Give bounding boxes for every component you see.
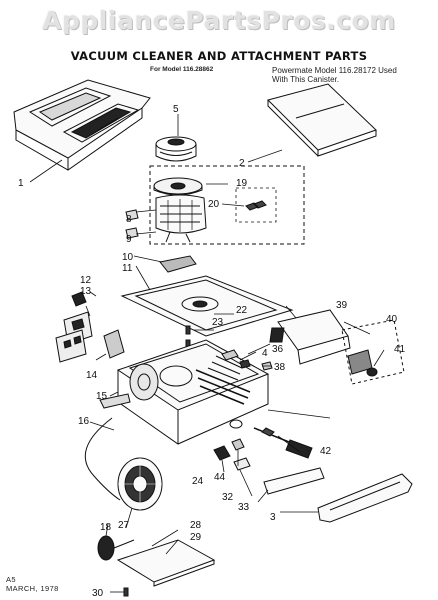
watermark: AppliancePartsPros.com <box>42 6 396 35</box>
part-motor <box>155 194 207 243</box>
callout-14: 14 <box>86 370 98 381</box>
part-4 <box>239 359 251 369</box>
part-cord <box>84 417 121 501</box>
callout-22: 22 <box>236 305 248 316</box>
callout-20: 20 <box>208 199 220 210</box>
footer-date: A5 MARCH, 1978 <box>6 575 59 593</box>
callout-8: 8 <box>126 214 132 225</box>
part-fan <box>153 177 203 196</box>
callout-39: 39 <box>336 300 348 311</box>
callout-18: 18 <box>100 522 112 533</box>
callout-1: 1 <box>18 178 24 189</box>
part-screws <box>185 325 191 349</box>
callout-28: 28 <box>190 520 202 531</box>
callout-numbers: 1 2 3 4 5 8 9 10 11 12 13 14 15 16 18 19… <box>18 104 406 599</box>
part-bag-housing <box>269 309 351 365</box>
powermate-note: Powermate Model 116.28172 Used With This… <box>272 66 432 84</box>
callout-12: 12 <box>80 275 92 286</box>
part-brushes <box>245 200 267 211</box>
part-8 <box>125 209 139 221</box>
callout-11: 11 <box>122 263 133 274</box>
part-44 <box>231 438 245 451</box>
part-hood <box>13 79 151 171</box>
callout-9: 9 <box>126 234 132 245</box>
part-bracket <box>159 255 197 273</box>
callout-29: 29 <box>190 532 202 543</box>
part-gasket-frame <box>120 275 294 337</box>
callout-10: 10 <box>122 252 134 263</box>
callout-38: 38 <box>274 362 286 373</box>
part-30 <box>123 587 129 597</box>
part-plug <box>253 427 313 459</box>
note-line-2: With This Canister. <box>272 75 339 84</box>
callout-16: 16 <box>78 416 90 427</box>
callout-24: 24 <box>192 476 204 487</box>
callout-27: 27 <box>118 520 130 531</box>
part-36 <box>221 349 239 361</box>
part-canister <box>99 339 270 445</box>
callout-15: 15 <box>96 391 108 402</box>
part-powermate-plate <box>267 83 377 157</box>
part-handle <box>317 473 413 523</box>
footer-line-1: A5 <box>6 575 16 584</box>
note-line-1: Powermate Model 116.28172 Used <box>272 66 397 75</box>
callout-30: 30 <box>92 588 104 599</box>
callout-41: 41 <box>394 344 406 355</box>
callout-33: 33 <box>238 502 250 513</box>
model-subtitle: For Model 116.28862 <box>150 66 214 73</box>
callout-23: 23 <box>212 317 224 328</box>
part-switch <box>55 291 125 363</box>
part-24 <box>213 445 231 461</box>
callout-4: 4 <box>262 348 268 359</box>
callout-3: 3 <box>270 512 276 523</box>
callout-19: 19 <box>236 178 248 189</box>
part-motor-cap <box>155 136 197 162</box>
footer-line-2: MARCH, 1978 <box>6 584 59 593</box>
part-cord-reel <box>117 457 163 511</box>
part-9 <box>125 227 139 239</box>
part-filter <box>341 319 405 385</box>
callout-2: 2 <box>239 158 245 169</box>
diagram-title: VACUUM CLEANER AND ATTACHMENT PARTS <box>70 49 368 63</box>
callout-36: 36 <box>272 344 284 355</box>
callout-5: 5 <box>173 104 179 115</box>
part-bottom-plate <box>116 539 216 583</box>
callout-40: 40 <box>386 314 398 325</box>
leader-lines <box>29 114 385 593</box>
callout-44: 44 <box>214 472 226 483</box>
part-33 <box>263 467 325 495</box>
callout-32: 32 <box>222 492 234 503</box>
part-32 <box>233 457 251 471</box>
callout-13: 13 <box>80 286 92 297</box>
callout-42: 42 <box>320 446 332 457</box>
